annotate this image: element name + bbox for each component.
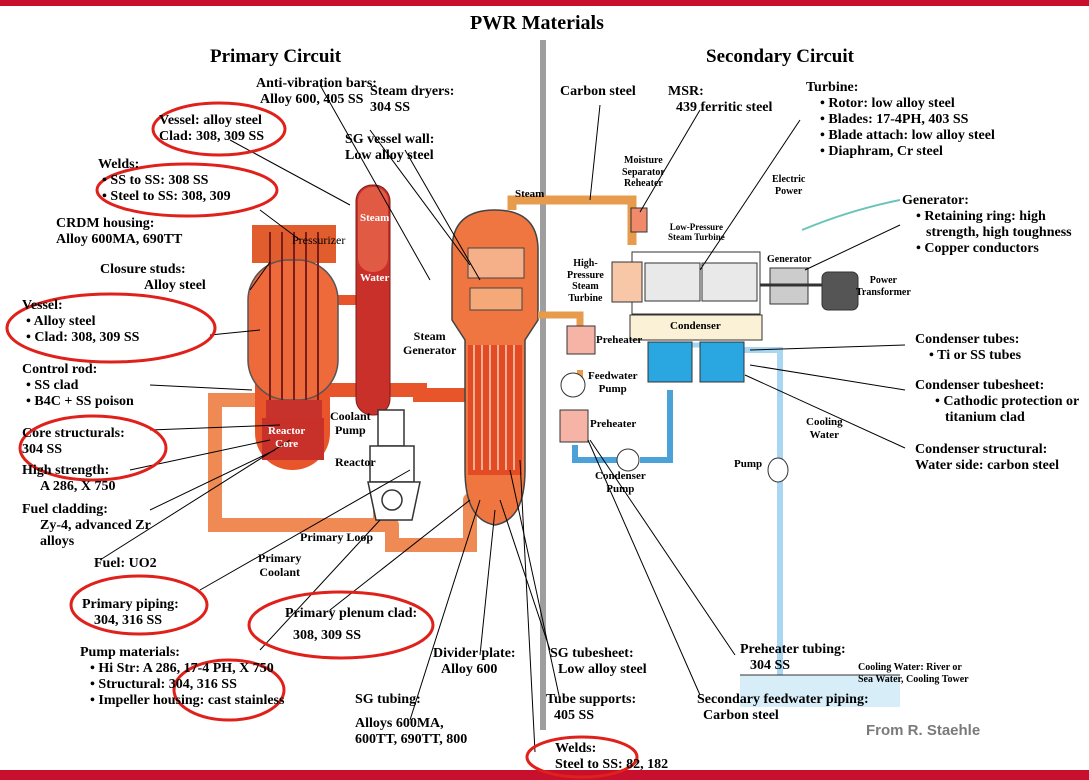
text-preheater-lower: Preheater	[590, 418, 637, 430]
label-primary-plenum: Primary plenum clad:308, 309 SS	[285, 606, 418, 644]
label-condenser-tubes: Condenser tubes: Ti or SS tubes	[915, 332, 1021, 364]
label-condenser-tubesheet: Condenser tubesheet: Cathodic protection…	[915, 378, 1089, 426]
label-crdm: CRDM housing:Alloy 600MA, 690TT	[56, 216, 183, 248]
text-reactor: Reactor	[335, 455, 376, 469]
label-anti-vibration: Anti-vibration bars:Alloy 600, 405 SS	[256, 76, 377, 108]
steam-generator	[451, 209, 539, 526]
label-sg-tubesheet: SG tubesheet:Low alloy steel	[550, 646, 647, 678]
label-carbon-steel: Carbon steel	[560, 84, 636, 99]
text-water: Water	[360, 272, 390, 284]
highlight-ellipses	[5, 101, 639, 779]
label-divider-plate: Divider plate:Alloy 600	[433, 646, 516, 678]
page-title: PWR Materials	[470, 12, 604, 34]
label-msr: MSR:439 ferritic steel	[668, 84, 773, 116]
label-feedwater-piping: Secondary feedwater piping:Carbon steel	[697, 692, 869, 724]
label-core-structurals: Core structurals:304 SS	[22, 426, 125, 458]
secondary-heading: Secondary Circuit	[706, 46, 854, 67]
label-preheater-tubing: Preheater tubing:304 SS	[740, 642, 846, 674]
preheater-lower	[559, 409, 589, 443]
top-accent-bar	[0, 0, 1089, 6]
primary-heading: Primary Circuit	[210, 46, 342, 67]
cooling-pump-symbol	[767, 457, 789, 483]
label-fuel: Fuel: UO2	[94, 556, 157, 571]
moisture-separator-reheater	[630, 207, 648, 233]
label-welds-top: Welds: SS to SS: 308 SSSteel to SS: 308,…	[98, 157, 231, 205]
label-condenser-structural: Condenser structural:Water side: carbon …	[915, 442, 1059, 474]
generator-set	[760, 199, 901, 311]
reactor-vessel	[247, 225, 339, 470]
text-condenser: Condenser	[670, 320, 721, 332]
label-primary-piping: Primary piping:304, 316 SS	[82, 597, 179, 629]
text-steam-pipe: Steam	[515, 188, 545, 200]
cooling-water-basin	[740, 675, 900, 707]
label-welds-bottom: Welds:Steel to SS: 82, 182	[555, 741, 669, 773]
coolant-pump	[367, 409, 421, 521]
text-pressurizer: Pressurizer	[292, 233, 346, 247]
preheater-upper	[566, 325, 596, 355]
label-turbine: Turbine: Rotor: low alloy steelBlades: 1…	[806, 80, 995, 160]
condenser-pump-symbol	[616, 448, 640, 472]
label-pump-materials: Pump materials: Hi Str: A 286, 17-4 PH, …	[80, 645, 284, 709]
label-closure-studs: Closure studs:Alloy steel	[100, 262, 206, 294]
text-generator: Generator	[767, 254, 812, 265]
label-sg-tubing: SG tubing:Alloys 600MA,600TT, 690TT, 800	[355, 692, 468, 748]
label-sg-vessel-wall: SG vessel wall:Low alloy steel	[345, 132, 435, 164]
pressurizer	[355, 184, 391, 416]
label-steam-dryers: Steam dryers:304 SS	[370, 84, 455, 116]
feedwater-pump-symbol	[560, 372, 586, 398]
label-control-rod: Control rod: SS cladB4C + SS poison	[22, 362, 134, 410]
circuit-divider	[540, 40, 546, 730]
text-pump: Pump	[734, 458, 763, 470]
credit-text: From R. Staehle	[866, 722, 981, 739]
label-generator: Generator: Retaining ring: high strength…	[902, 193, 1076, 257]
leader-lines	[99, 84, 906, 753]
label-high-strength: High strength:A 286, X 750	[22, 463, 116, 495]
text-preheater-upper: Preheater	[596, 334, 643, 346]
text-primary-loop: Primary Loop	[300, 530, 373, 544]
condenser	[611, 251, 763, 383]
label-tube-supports: Tube supports:405 SS	[546, 692, 637, 724]
bottom-accent-bar	[0, 770, 1089, 780]
text-steam: Steam	[360, 212, 390, 224]
